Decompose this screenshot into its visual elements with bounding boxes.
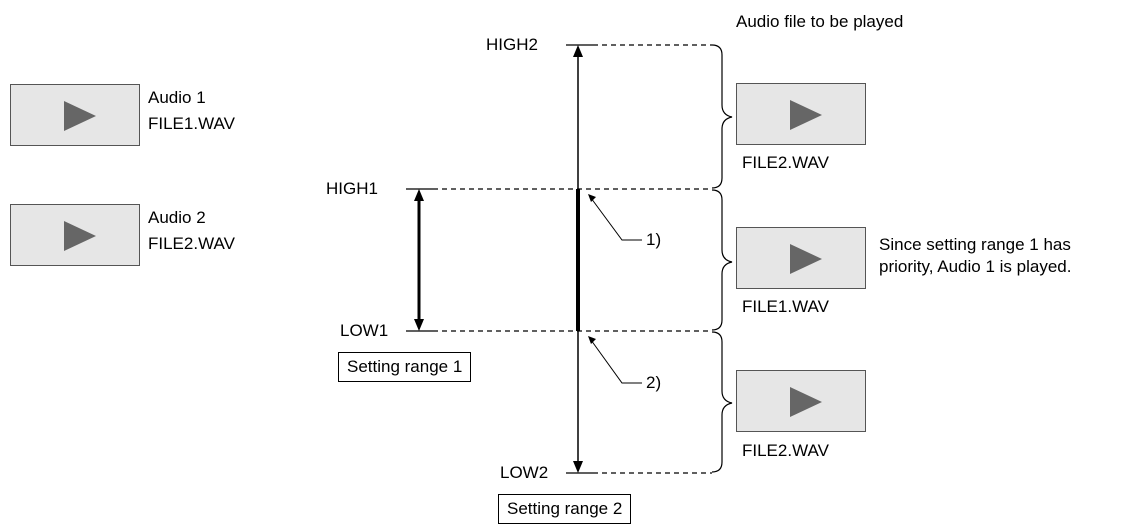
played-file-middle-button[interactable] bbox=[736, 227, 866, 289]
played-files-header: Audio file to be played bbox=[736, 12, 904, 31]
played-file-bottom-label: FILE2.WAV bbox=[742, 441, 829, 460]
audio1-play-button[interactable] bbox=[10, 84, 140, 146]
level-lines bbox=[406, 44, 712, 474]
play-icon bbox=[64, 221, 96, 251]
play-icon bbox=[790, 387, 822, 417]
audio2-play-button[interactable] bbox=[10, 204, 140, 266]
setting-range-2-box: Setting range 2 bbox=[498, 494, 632, 524]
range1-arrow bbox=[414, 189, 424, 331]
marker-leaders bbox=[588, 194, 642, 384]
level-low1: LOW1 bbox=[340, 321, 389, 340]
played-file-top-label: FILE2.WAV bbox=[742, 153, 829, 172]
audio2-file: FILE2.WAV bbox=[148, 234, 235, 253]
priority-note-line1: Since setting range 1 has bbox=[879, 235, 1071, 254]
range2-arrow bbox=[573, 45, 583, 473]
level-low2: LOW2 bbox=[500, 463, 549, 482]
audio2-label: Audio 2 bbox=[148, 208, 206, 227]
audio1-label: Audio 1 bbox=[148, 88, 206, 107]
level-high2: HIGH2 bbox=[486, 35, 538, 54]
played-file-top-button[interactable] bbox=[736, 83, 866, 145]
play-icon bbox=[790, 244, 822, 274]
marker-1: 1) bbox=[646, 230, 662, 249]
played-file-middle-label: FILE1.WAV bbox=[742, 297, 829, 316]
marker-2: 2) bbox=[646, 373, 662, 392]
played-file-bottom-button[interactable] bbox=[736, 370, 866, 432]
level-high1: HIGH1 bbox=[326, 179, 378, 198]
braces bbox=[711, 44, 733, 473]
setting-range-1-box: Setting range 1 bbox=[338, 352, 472, 382]
priority-note-line2: priority, Audio 1 is played. bbox=[879, 257, 1072, 276]
audio1-file: FILE1.WAV bbox=[148, 114, 235, 133]
play-icon bbox=[790, 100, 822, 130]
play-icon bbox=[64, 101, 96, 131]
